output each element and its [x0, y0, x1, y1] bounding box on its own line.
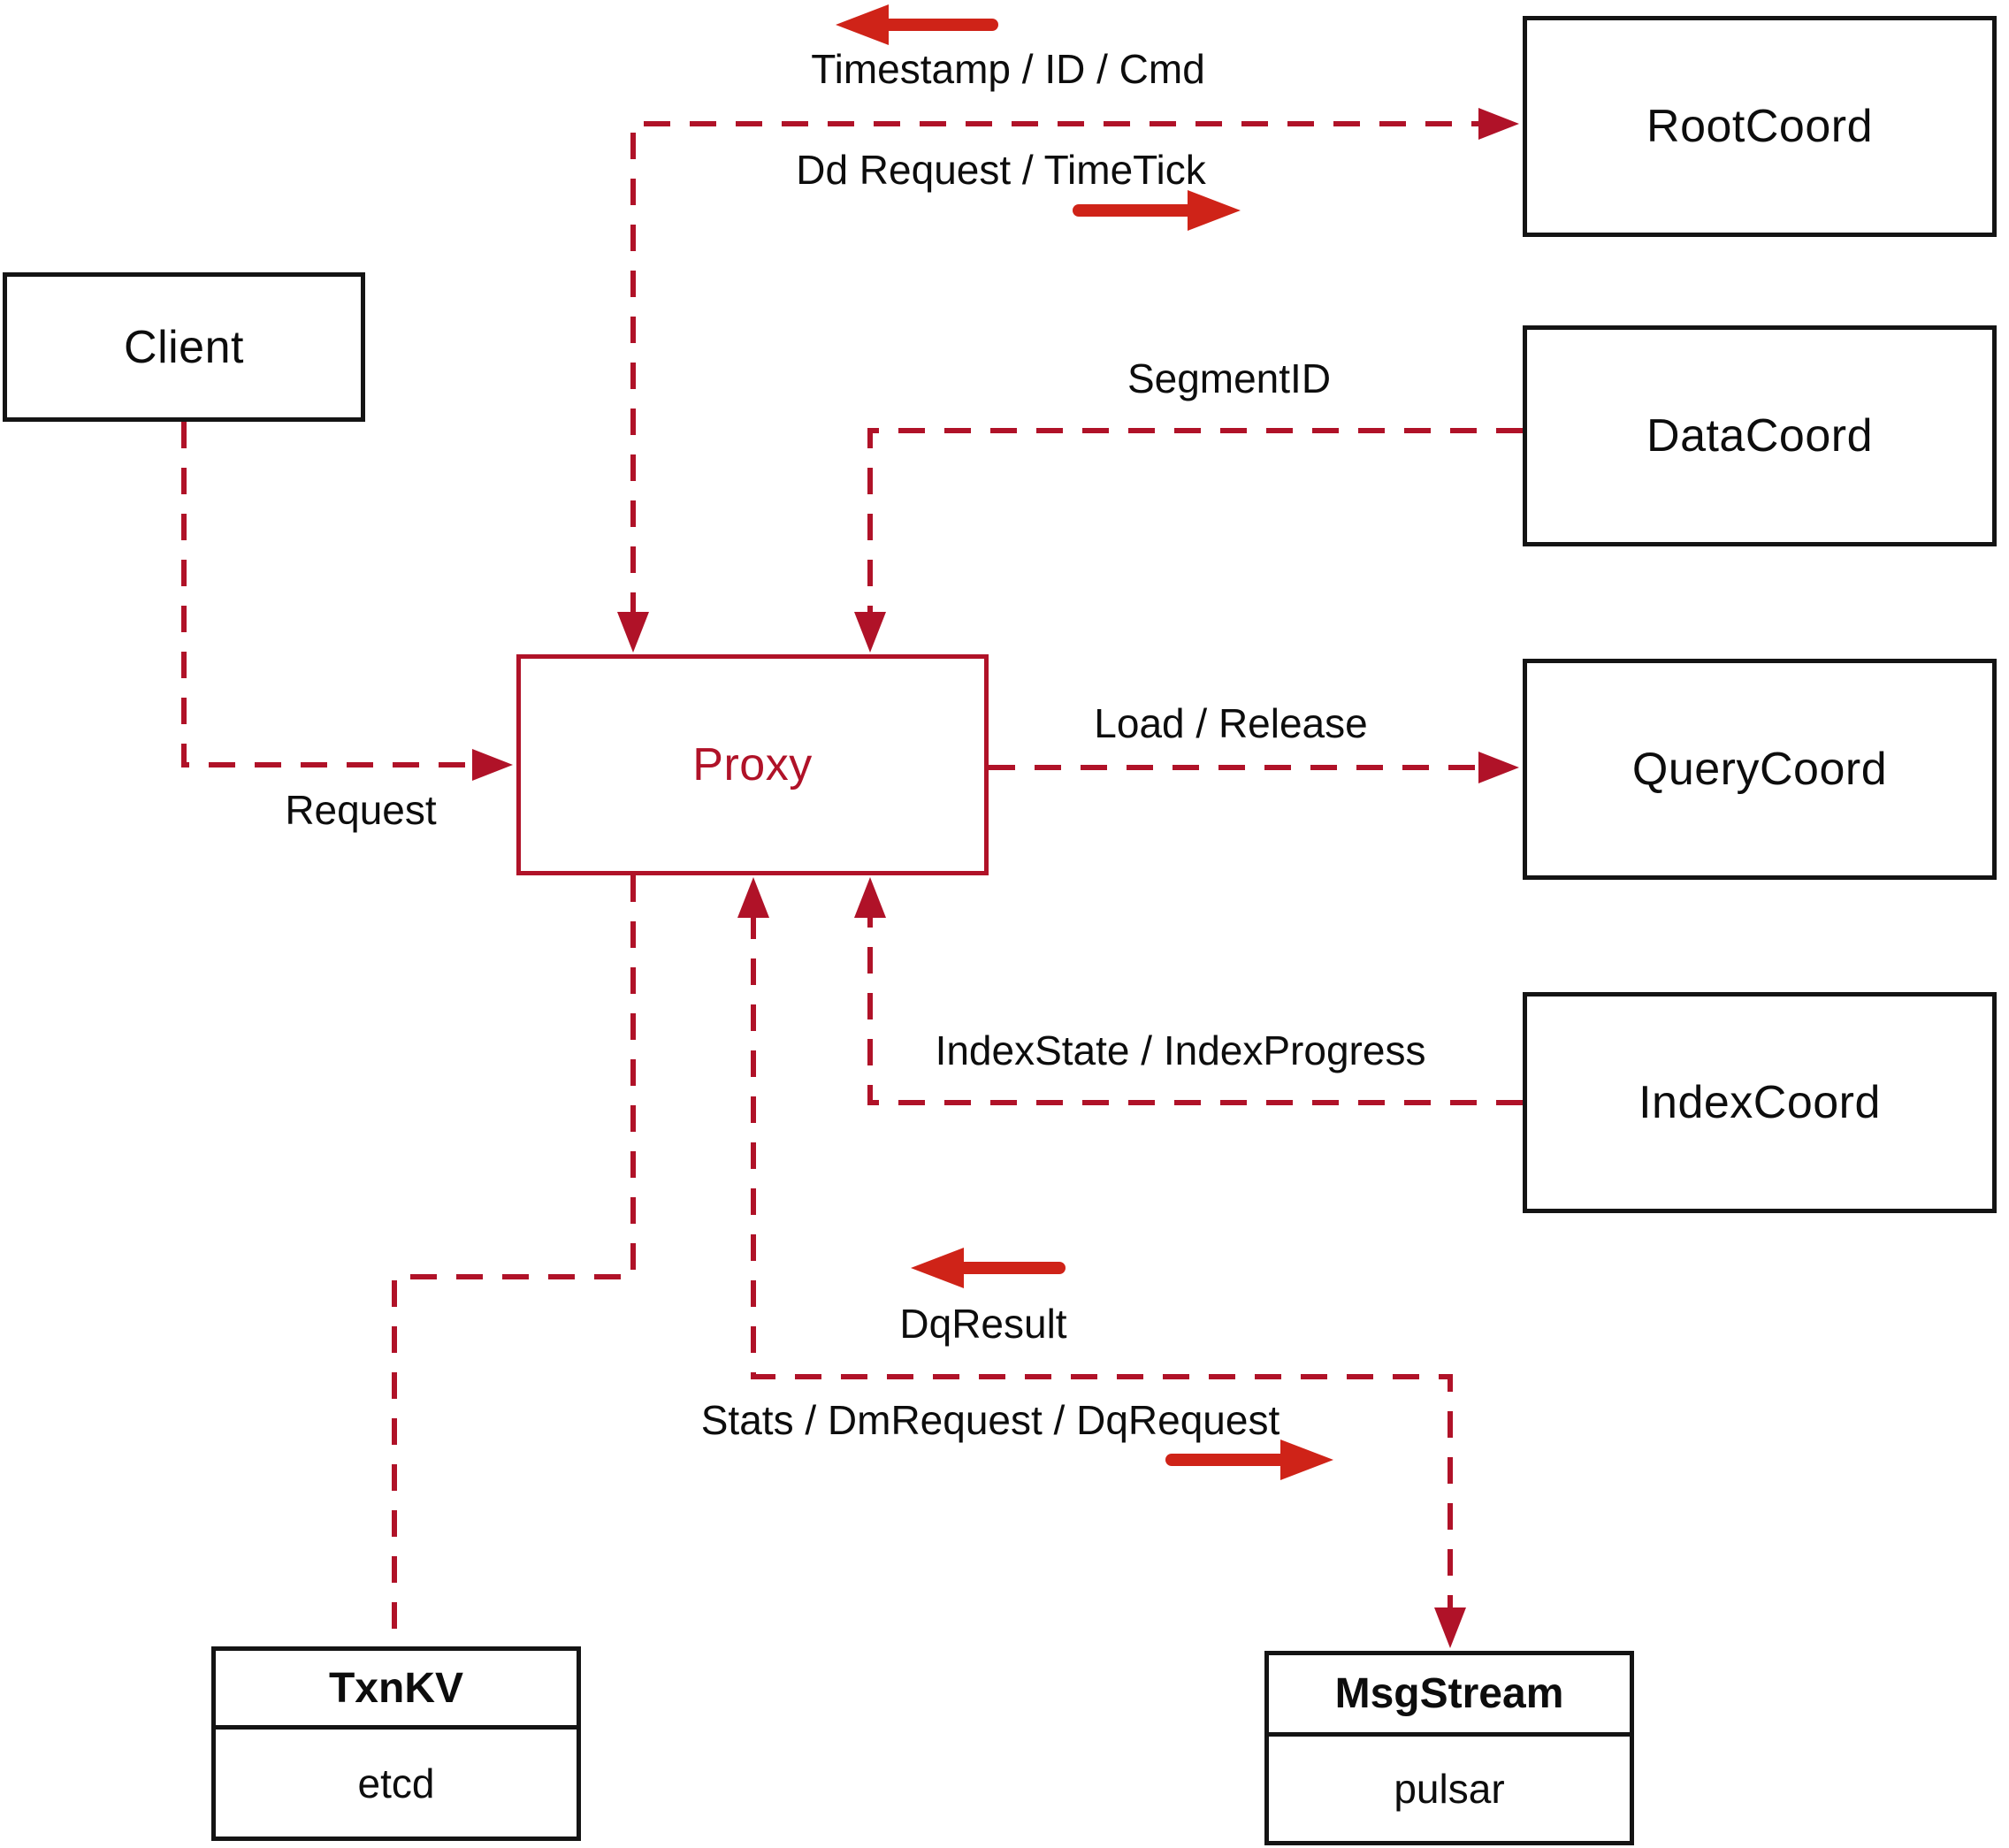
- arrow-right-dd-request: [1073, 190, 1241, 231]
- arrow-left-timestamp: [836, 4, 998, 45]
- node-querycoord: QueryCoord: [1523, 659, 1997, 880]
- arrowhead-into-querycoord: [1478, 752, 1519, 783]
- node-msgstream-title: MsgStream: [1269, 1655, 1630, 1737]
- arrowhead-into-rootcoord: [1478, 108, 1519, 140]
- node-rootcoord: RootCoord: [1523, 16, 1997, 237]
- node-txnkv-subtitle: etcd: [357, 1760, 435, 1806]
- edge-label-dq-result: DqResult: [899, 1301, 1067, 1347]
- node-txnkv-title: TxnKV: [216, 1651, 577, 1730]
- edge-label-index-state: IndexState / IndexProgress: [935, 1027, 1426, 1073]
- arrow-left-dq-result: [911, 1248, 1066, 1288]
- node-proxy: Proxy: [516, 654, 989, 875]
- edge-label-segment-id: SegmentID: [1127, 355, 1332, 401]
- arrowhead-into-proxy-bottom-right: [854, 877, 886, 918]
- node-querycoord-label: QueryCoord: [1631, 744, 1888, 795]
- node-datacoord-label: DataCoord: [1646, 410, 1873, 462]
- edge-label-timestamp: Timestamp / ID / Cmd: [811, 46, 1205, 92]
- node-msgstream-subtitle: pulsar: [1394, 1766, 1505, 1812]
- arrow-right-stats: [1165, 1439, 1333, 1480]
- direction-arrows: [836, 4, 1333, 1480]
- node-indexcoord: IndexCoord: [1523, 992, 1997, 1213]
- arrowhead-into-proxy-top-left: [617, 612, 649, 653]
- node-datacoord: DataCoord: [1523, 325, 1997, 546]
- edge-proxy-txnkv: [392, 875, 636, 1645]
- node-msgstream: MsgStream pulsar: [1264, 1651, 1634, 1845]
- edge-proxy-rootcoord: [630, 121, 1486, 619]
- node-client: Client: [3, 272, 365, 422]
- arrowhead-into-msgstream: [1434, 1607, 1466, 1648]
- edge-label-stats: Stats / DmRequest / DqRequest: [700, 1397, 1280, 1443]
- arrowhead-into-proxy-top-right: [854, 612, 886, 653]
- arrowhead-into-proxy-bottom-mid: [737, 877, 769, 918]
- edge-label-load-release: Load / Release: [1094, 700, 1368, 746]
- node-proxy-label: Proxy: [692, 739, 813, 790]
- node-indexcoord-label: IndexCoord: [1639, 1077, 1881, 1128]
- edge-arrowheads: [472, 108, 1519, 1648]
- node-txnkv: TxnKV etcd: [211, 1646, 581, 1841]
- edge-proxy-msgstream: [751, 913, 1453, 1612]
- node-rootcoord-label: RootCoord: [1646, 101, 1873, 152]
- edge-client-proxy: [181, 422, 477, 767]
- node-client-label: Client: [124, 321, 244, 373]
- edge-label-dd-request: Dd Request / TimeTick: [796, 147, 1206, 193]
- arrowhead-into-proxy-left: [472, 749, 513, 781]
- edge-label-request: Request: [285, 787, 437, 833]
- dashed-edges: [181, 121, 1523, 1645]
- edge-datacoord-proxy: [867, 428, 1523, 619]
- edge-indexcoord-proxy: [867, 913, 1523, 1105]
